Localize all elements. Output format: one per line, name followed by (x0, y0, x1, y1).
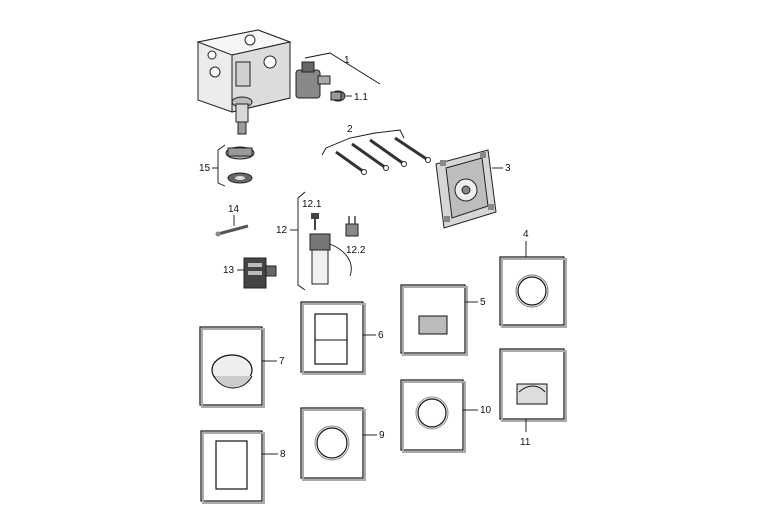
valve-insert-1-1 (330, 90, 346, 102)
label-12-1: 12.1 (302, 199, 322, 210)
callout-1 (304, 52, 381, 85)
plate-5 (400, 284, 468, 356)
label-1-1: 1.1 (354, 92, 368, 103)
plate-8 (200, 430, 265, 504)
plate-11 (499, 348, 567, 422)
label-7: 7 (279, 356, 285, 367)
callout-12 (297, 191, 306, 291)
solenoid-unit (309, 233, 352, 285)
label-14: 14 (228, 204, 240, 215)
label-8: 8 (280, 449, 286, 460)
screw-12-1 (311, 213, 319, 230)
label-1: 1 (344, 55, 350, 66)
callout-2 (321, 129, 405, 156)
label-11: 11 (520, 437, 531, 448)
label-12: 12 (276, 225, 288, 236)
label-13: 13 (223, 265, 235, 276)
installation-box (196, 29, 292, 135)
threaded-rods (335, 136, 431, 175)
plate-6 (300, 301, 366, 375)
plate-9 (300, 407, 366, 481)
label-10: 10 (480, 405, 492, 416)
plug-12-2 (345, 216, 359, 237)
plate-10 (400, 379, 466, 453)
plate-4 (499, 256, 567, 328)
mounting-frame (435, 149, 497, 229)
seal-set (225, 146, 255, 184)
label-4: 4 (523, 229, 529, 240)
label-6: 6 (378, 330, 384, 341)
callout-15 (217, 144, 226, 187)
plate-7 (199, 326, 265, 408)
clip (243, 257, 277, 289)
label-15: 15 (199, 163, 211, 174)
label-2: 2 (347, 124, 353, 135)
pin (215, 224, 249, 237)
label-5: 5 (480, 297, 486, 308)
label-12-2: 12.2 (346, 245, 366, 256)
valve-unit (295, 61, 331, 99)
label-9: 9 (379, 430, 385, 441)
label-3: 3 (505, 163, 511, 174)
